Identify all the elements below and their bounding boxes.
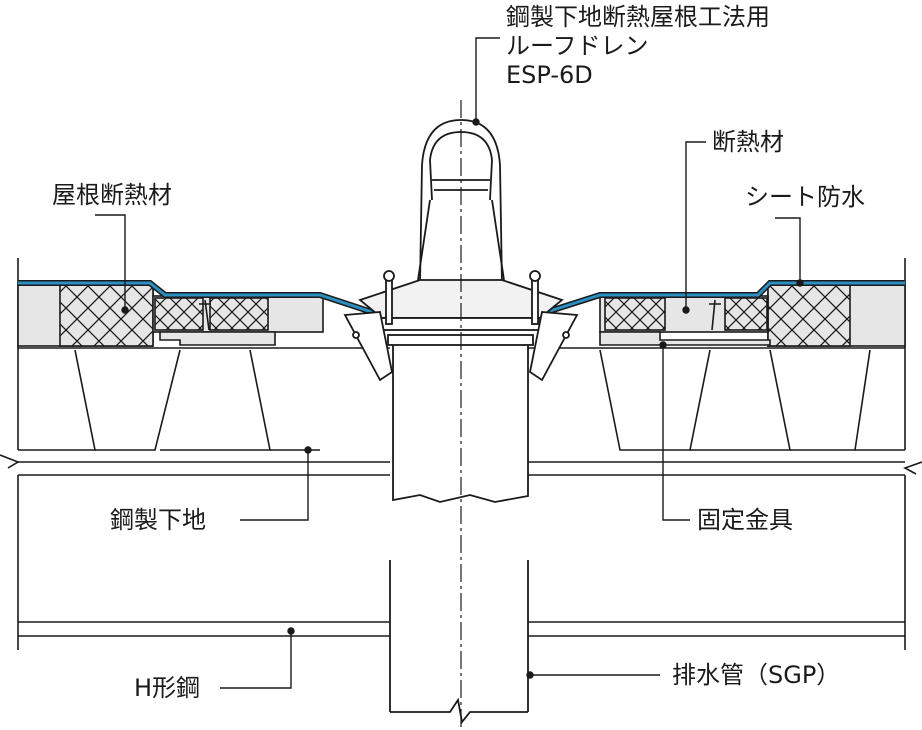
- steel-deck: [17, 258, 906, 451]
- title-line-1: 鋼製下地断熱屋根工法用: [506, 3, 770, 31]
- label-h-beam: H形鋼: [134, 674, 200, 702]
- leader-lines: [95, 37, 804, 689]
- label-drain-pipe: 排水管（SGP）: [672, 661, 840, 689]
- label-insulation: 断熱材: [712, 128, 784, 156]
- label-fixing-bracket: 固定金具: [697, 506, 793, 534]
- label-steel-base: 鋼製下地: [110, 506, 206, 534]
- h-beam: [0, 454, 922, 650]
- title-line-2: ルーフドレン: [506, 32, 649, 60]
- fixing-bracket: [159, 299, 771, 346]
- label-sheet-waterproof: シート防水: [745, 183, 865, 211]
- title-line-3: ESP-6D: [506, 61, 593, 89]
- label-roof-insulation: 屋根断熱材: [52, 181, 172, 209]
- roof-insulation: [17, 283, 906, 347]
